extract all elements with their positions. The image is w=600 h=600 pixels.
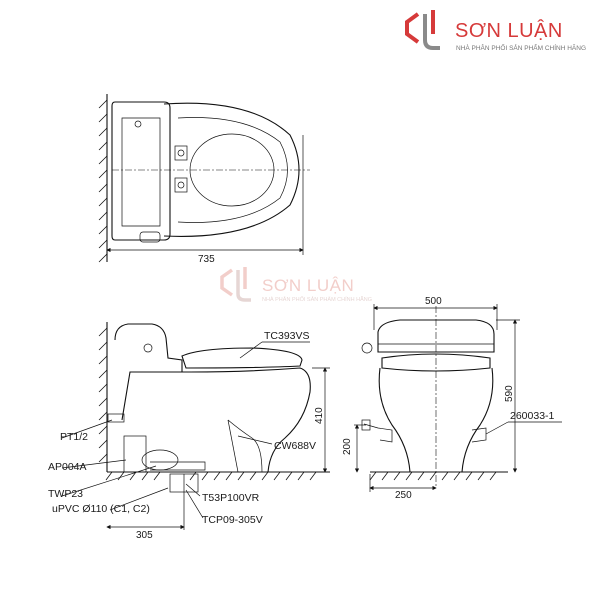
leader-ap bbox=[61, 459, 127, 469]
dim-590: 590 bbox=[504, 385, 515, 402]
side-view-floor-hatch bbox=[105, 471, 317, 481]
wall-fitting bbox=[123, 435, 147, 473]
bowl-trapway bbox=[227, 419, 263, 473]
top-view: 735 bbox=[98, 94, 310, 265]
seat-side-outline bbox=[181, 347, 303, 369]
watermark-tagline: NHÀ PHÂN PHỐI SẢN PHẨM CHÍNH HÃNG bbox=[262, 296, 372, 303]
tank-lid-inner bbox=[121, 117, 161, 227]
dim-250: 250 bbox=[395, 490, 412, 501]
flush-lever-icon bbox=[361, 342, 373, 354]
watermark: SƠN LUẬN NHÀ PHÂN PHỐI SẢN PHẨM CHÍNH HÃ… bbox=[220, 267, 372, 303]
bowl-foot bbox=[227, 419, 239, 473]
front-view: 500 590 200 250 260033-1 bbox=[342, 296, 562, 501]
side-view-wall-hatch bbox=[98, 327, 108, 463]
dim-200: 200 bbox=[342, 438, 353, 455]
label-tc393vs: TC393VS bbox=[264, 330, 310, 342]
flush-button-icon bbox=[134, 120, 142, 128]
label-tcp09: TCP09-305V bbox=[202, 514, 263, 526]
leader-twp bbox=[61, 465, 157, 497]
watermark-mark-icon bbox=[220, 267, 251, 302]
seat-front-outline bbox=[381, 353, 491, 372]
tank-side-outline bbox=[114, 323, 183, 421]
dim-735: 735 bbox=[198, 254, 215, 265]
side-view: 410 305 TC393VS CW688V PT1/2 AP004A TWP2… bbox=[48, 322, 330, 541]
brand-name: SƠN LUẬN bbox=[455, 19, 563, 42]
supply-connector bbox=[139, 231, 161, 243]
label-upvc: uPVC Ø110 (C1, C2) bbox=[52, 503, 150, 515]
seat-hinge-icon bbox=[174, 145, 188, 193]
dim-305: 305 bbox=[136, 530, 153, 541]
brand-mark-icon bbox=[405, 10, 440, 50]
front-view-floor-hatch bbox=[369, 471, 497, 481]
drain-flange bbox=[150, 461, 206, 471]
label-t53p100vr: T53P100VR bbox=[202, 492, 260, 504]
leader-bowl bbox=[237, 435, 273, 445]
leader-260033 bbox=[485, 421, 509, 435]
label-ap004a: AP004A bbox=[48, 461, 87, 473]
tank-side-knob bbox=[143, 343, 153, 353]
label-260033-1: 260033-1 bbox=[510, 410, 555, 422]
supply-valve bbox=[107, 413, 125, 423]
tank-front-outline bbox=[377, 319, 495, 353]
tank-top-outline bbox=[111, 101, 171, 241]
leader-pt bbox=[61, 419, 113, 439]
dim-410: 410 bbox=[314, 407, 325, 424]
leader-t53p bbox=[185, 483, 201, 497]
drain-fitting bbox=[141, 449, 179, 471]
brand-logo: SƠN LUẬN NHÀ PHÂN PHỐI SẢN PHẨM CHÍNH HÃ… bbox=[405, 10, 586, 52]
front-valve-260033 bbox=[471, 427, 487, 443]
dim-500: 500 bbox=[425, 296, 442, 307]
brand-tagline: NHÀ PHÂN PHỐI SẢN PHẨM CHÍNH HÃNG bbox=[456, 42, 586, 52]
front-supply-pipe bbox=[363, 423, 393, 443]
label-twp23: TWP23 bbox=[48, 488, 83, 500]
leader-tcp bbox=[185, 489, 204, 519]
label-cw688v: CW688V bbox=[274, 440, 316, 452]
leader-seat bbox=[239, 341, 263, 359]
label-pt: PT1/2 bbox=[60, 431, 88, 443]
leader-upvc bbox=[109, 487, 169, 511]
top-view-wall-hatch bbox=[98, 99, 108, 263]
bowl-side-outline bbox=[130, 367, 311, 473]
watermark-name: SƠN LUẬN bbox=[262, 276, 354, 295]
